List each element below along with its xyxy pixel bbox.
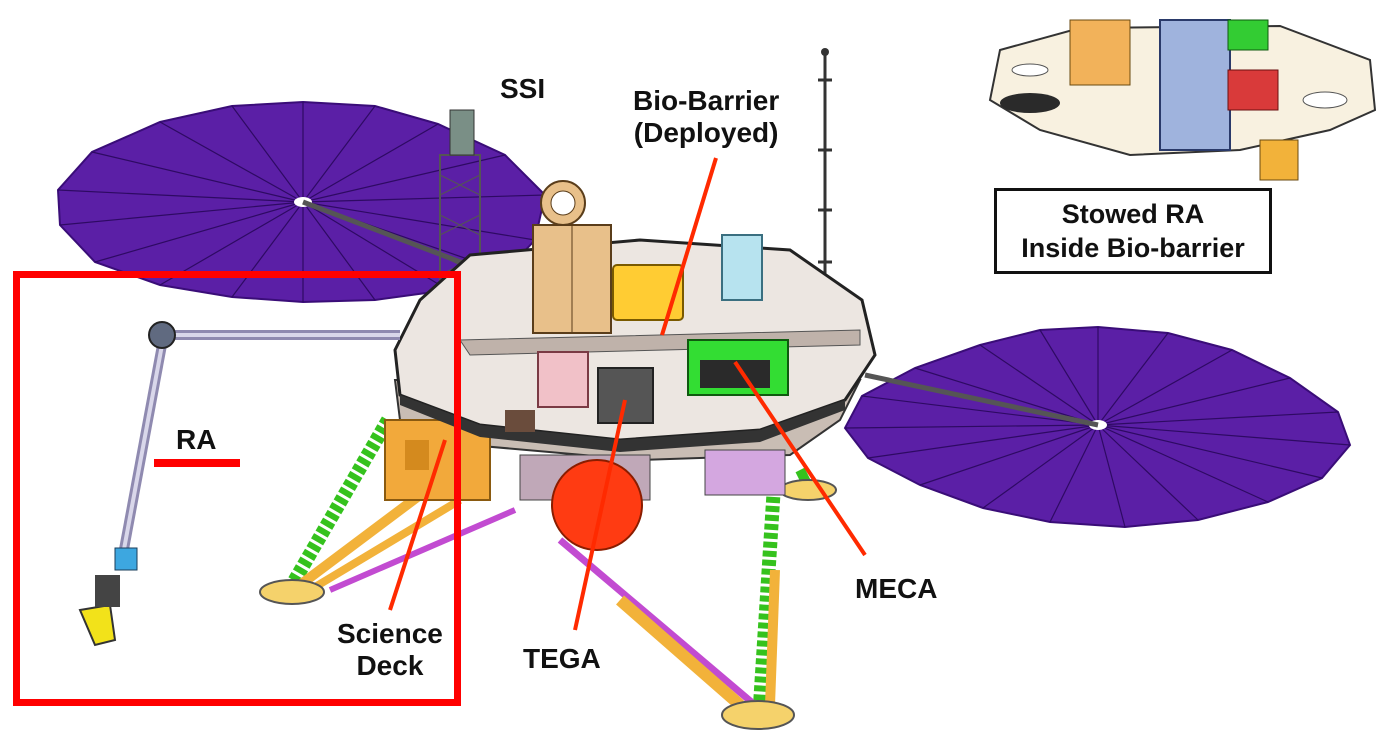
right-solar-array	[843, 325, 1352, 529]
leader-lines	[388, 157, 867, 631]
stowed-ra-inset	[988, 19, 1377, 181]
met-mast	[818, 48, 832, 285]
tega-sphere	[551, 459, 643, 551]
left-solar-panel-ribs	[57, 102, 546, 302]
bio-barrier-leader	[660, 157, 718, 336]
science-deck-leader	[388, 439, 447, 611]
stowed-ra-caption-line1: Stowed RA	[1061, 199, 1205, 229]
right-solar-panel-ribs	[844, 327, 1351, 528]
landing-legs	[259, 416, 837, 730]
deck-instruments	[505, 180, 789, 432]
ssi-camera-mast	[439, 109, 481, 316]
label-meca: MECA	[855, 573, 938, 604]
footpad-left	[259, 579, 325, 605]
label-bio-barrier: Bio-Barrier (Deployed)	[633, 85, 780, 148]
label-science-deck: Science Deck	[337, 618, 443, 681]
label-ra: RA	[176, 424, 217, 455]
left-solar-array	[56, 100, 561, 304]
label-tega: TEGA	[523, 643, 601, 674]
robotic-arm	[78, 321, 400, 647]
label-ssi: SSI	[500, 73, 546, 104]
stowed-ra-caption-line2: Inside Bio-barrier	[1021, 233, 1245, 263]
tega-leader	[573, 399, 627, 631]
footpad-front	[721, 700, 795, 730]
ra-highlight-box	[13, 271, 461, 706]
stowed-ra-caption-box: Stowed RA Inside Bio-barrier	[994, 188, 1272, 274]
meca-leader	[733, 360, 867, 557]
ra-underline	[154, 459, 240, 467]
